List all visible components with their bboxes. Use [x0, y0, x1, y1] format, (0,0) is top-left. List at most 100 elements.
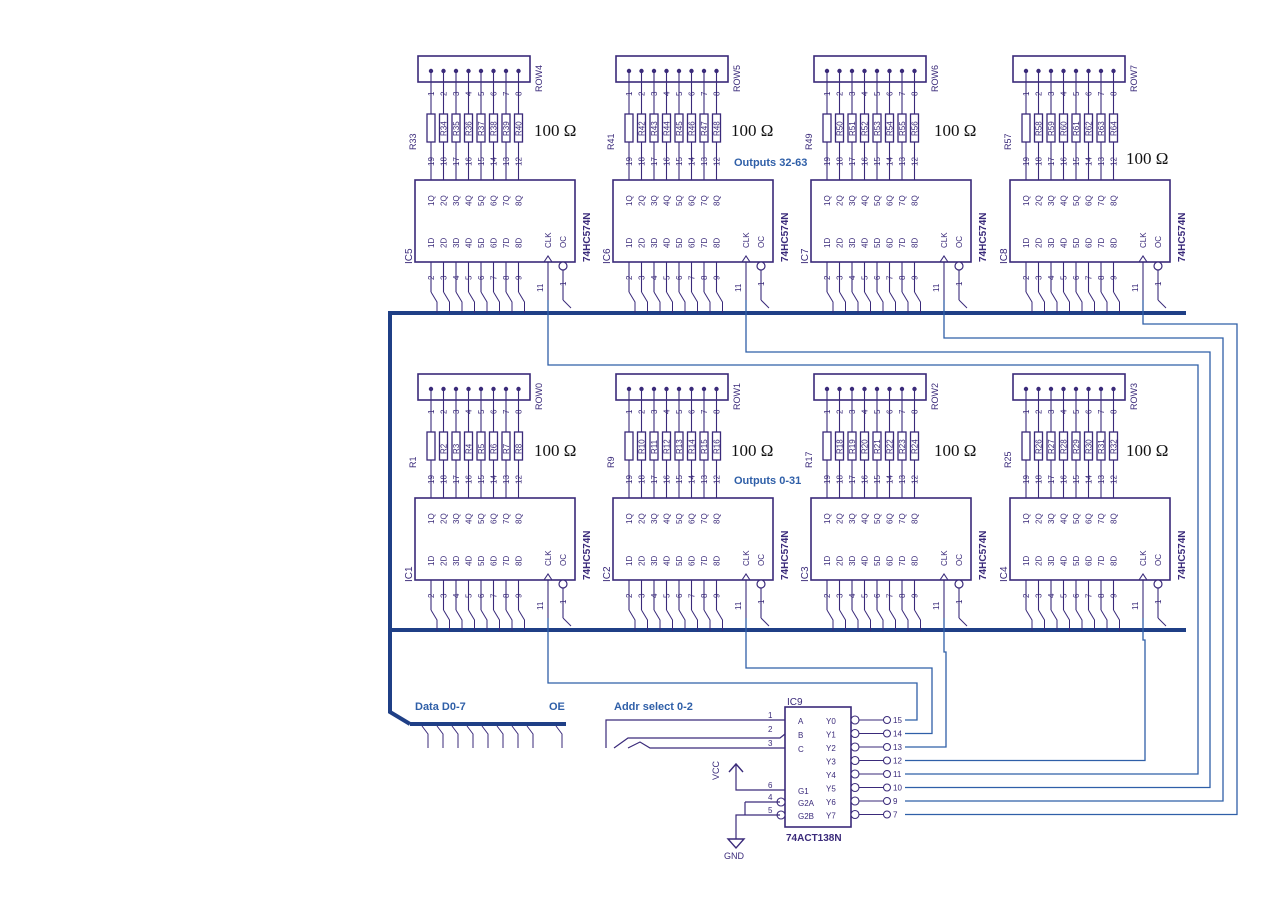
oc-tap [562, 617, 572, 627]
output-label: 7Q [502, 195, 511, 206]
oc-bubble [1153, 579, 1163, 589]
decoder-output-bubble [850, 755, 860, 766]
oc-tap [562, 299, 572, 309]
input-label: 1D [823, 556, 832, 566]
bus-tap [889, 609, 896, 631]
output-label: 6Q [688, 513, 697, 524]
input-pin-number: 4 [650, 275, 659, 280]
resistor-designator: R48 [713, 121, 722, 136]
input-label: 3D [452, 556, 461, 566]
resistor-label: R41 [606, 133, 616, 150]
output-label: 8Q [713, 513, 722, 524]
clk-marker [543, 255, 553, 263]
input-pin-number: 6 [675, 593, 684, 598]
input-pin-number: 9 [911, 593, 920, 598]
resistor-designator: R2 [440, 443, 449, 454]
bus-tap [678, 291, 686, 313]
oc-bubble [558, 261, 568, 271]
decoder-input-pin: 5 [768, 806, 773, 815]
oc-label: OC [757, 554, 766, 566]
bus-tap [876, 291, 884, 313]
output-pin-number: 13 [502, 157, 511, 166]
oc-label: OC [955, 554, 964, 566]
resistor-designator: R51 [848, 121, 857, 136]
decoder-input-pin: 2 [768, 725, 773, 734]
connector-pin-number: 5 [1072, 91, 1081, 96]
connector-pin-number: 8 [1110, 91, 1119, 96]
bus-tap [480, 609, 488, 631]
bus-tap [889, 291, 896, 313]
bus-tap [1088, 291, 1095, 313]
bus-tap [628, 291, 636, 313]
output-label: 6Q [1085, 195, 1094, 206]
input-label: 8D [911, 556, 920, 566]
connector-pin [1111, 386, 1116, 392]
input-pin-number: 2 [427, 275, 436, 280]
latch-cells: ROW41191Q1D22R34182Q2D33R35173Q3D44R3616… [404, 55, 1188, 631]
gnd-symbol [726, 838, 746, 850]
decoder-input-pin: 4 [768, 793, 773, 802]
ic-name: IC1 [404, 566, 415, 582]
input-pin-number: 8 [1097, 275, 1106, 280]
input-pin-number: 6 [675, 275, 684, 280]
output-label: 8Q [515, 195, 524, 206]
output-label: 3Q [1047, 195, 1056, 206]
input-pin-number: 9 [1110, 275, 1119, 280]
decoder-output-pin: 9 [893, 797, 898, 806]
connector-pin [516, 68, 521, 74]
ic-body [810, 497, 972, 581]
decoder-input-label: C [798, 745, 804, 754]
data-bus-tap [451, 725, 459, 748]
resistor-designator: R44 [663, 121, 672, 136]
ic-name: IC8 [999, 248, 1010, 264]
resistor-designator: R39 [502, 121, 511, 136]
output-pin-number: 19 [823, 475, 832, 484]
bus-tap [716, 609, 723, 631]
wire-y6-ic7 [905, 300, 1224, 802]
input-pin-number: 6 [477, 593, 486, 598]
ic-part-number: 74HC574N [978, 531, 989, 580]
bus-tap [864, 291, 871, 313]
input-label: 6D [688, 556, 697, 566]
connector-pin-number: 7 [1097, 91, 1106, 96]
bus-tap [468, 609, 475, 631]
clk-pin-number: 11 [536, 283, 545, 292]
output-pin-number: 19 [625, 157, 634, 166]
input-pin-number: 3 [1035, 593, 1044, 598]
decoder-output-bubble [850, 809, 860, 820]
input-label: 6D [1085, 556, 1094, 566]
output-label: 5Q [1072, 513, 1081, 524]
connector-pin [849, 386, 855, 392]
output-label: 1Q [625, 195, 634, 206]
output-pin-number: 19 [625, 475, 634, 484]
output-label: 1Q [1022, 195, 1031, 206]
connector-pin [1073, 68, 1079, 74]
output-label: 1Q [823, 513, 832, 524]
resistor-designator: R64 [1110, 121, 1119, 136]
input-pin-number: 5 [465, 275, 474, 280]
resistor-designator: R37 [477, 121, 486, 136]
input-pin-number: 9 [515, 593, 524, 598]
oc-label: OC [1154, 236, 1163, 248]
ic-body [810, 179, 972, 263]
wire-y7-ic8 [905, 300, 1238, 816]
output-label: 7Q [502, 513, 511, 524]
connector-pin-number: 4 [861, 409, 870, 414]
input-label: 4D [465, 238, 474, 248]
oc-tap [1157, 299, 1167, 309]
input-label: 6D [490, 556, 499, 566]
oc-label: OC [559, 236, 568, 248]
input-label: 6D [886, 556, 895, 566]
input-label: 2D [836, 556, 845, 566]
connector-pin-number: 1 [1022, 91, 1031, 96]
resistor-designator: R43 [650, 121, 659, 136]
resistor-designator: R52 [861, 121, 870, 136]
decoder-output-bubble [850, 769, 860, 779]
output-label: 4Q [861, 513, 870, 524]
output-label: 5Q [675, 513, 684, 524]
output-label: 7Q [898, 513, 907, 524]
input-pin-number: 9 [713, 593, 722, 598]
resistor [1021, 431, 1031, 461]
output-pin-number: 12 [1110, 475, 1119, 484]
connector-pin-number: 6 [688, 409, 697, 414]
